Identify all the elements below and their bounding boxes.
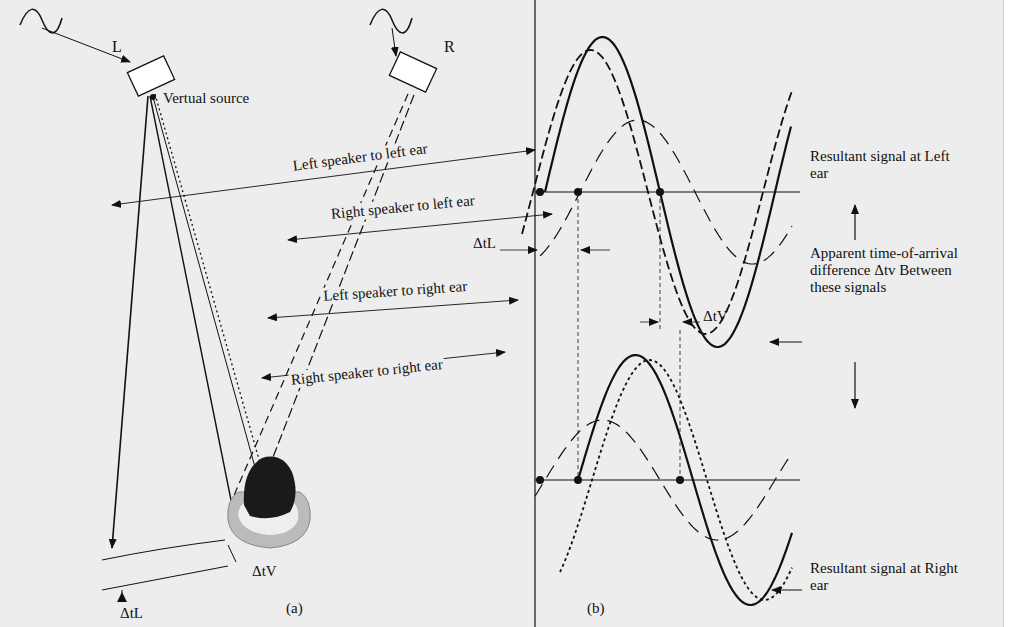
dim-arrow [117, 592, 127, 602]
signal-sine [20, 9, 62, 33]
speaker-label: R [444, 38, 455, 56]
speaker-label: L [112, 38, 122, 56]
crossing-dots [536, 188, 684, 484]
guide-line [578, 192, 579, 480]
delta-label: ΔtV [252, 563, 277, 580]
virtual-source-line [153, 97, 258, 478]
path-label: Right speaker to left ear [328, 192, 477, 223]
panel-label: (a) [286, 600, 303, 617]
dim-arrow [581, 250, 610, 251]
speaker-outline [392, 58, 434, 86]
leader-arrow [288, 214, 552, 240]
delta-label: ΔtV [703, 308, 728, 325]
waveform [535, 420, 791, 540]
waveform [545, 37, 791, 347]
sound-path [150, 96, 232, 505]
margin-strip [1003, 0, 1012, 627]
waveform [560, 360, 792, 600]
wavefront-arc [102, 540, 225, 560]
side-note: Resultant signal at Left ear [810, 148, 960, 182]
side-note: Apparent time-of-arrival difference Δtv … [810, 245, 970, 296]
sound-path [112, 96, 148, 548]
signal-sine [370, 9, 412, 33]
speaker-outline [130, 62, 172, 90]
dim-arrow [500, 250, 537, 251]
pointer-arrow [854, 205, 855, 240]
pointer-arrow [770, 342, 802, 343]
guide-line [680, 330, 681, 480]
speaker-box: R [392, 58, 434, 86]
time-axis [534, 0, 535, 627]
sound-path [155, 94, 262, 470]
path-label: Left speaker to right ear [321, 278, 470, 305]
signal-arrow [42, 28, 130, 62]
delta-label: ΔtL [120, 605, 143, 622]
path-label: Left speaker to left ear [290, 140, 431, 175]
path-label: Right speaker to right ear [288, 356, 445, 389]
leader-arrow [268, 300, 518, 318]
dim-arrow [683, 322, 700, 323]
pointer-arrow [772, 590, 802, 591]
listener-head [228, 457, 311, 548]
waveform [522, 50, 792, 334]
side-note: Resultant signal at Right ear [810, 560, 960, 594]
panel-label: (b) [587, 600, 605, 617]
waveform [578, 355, 792, 605]
pointer-arrow [854, 362, 855, 408]
wavefront-arc [102, 566, 228, 590]
signal-arrow [392, 28, 396, 56]
delta-label: ΔtL [473, 235, 496, 252]
source-label: Vertual source [163, 90, 249, 107]
dim-tick [228, 545, 236, 562]
dim-arrow [640, 322, 658, 323]
guide-line [660, 192, 661, 330]
speaker-box: L [130, 62, 172, 90]
